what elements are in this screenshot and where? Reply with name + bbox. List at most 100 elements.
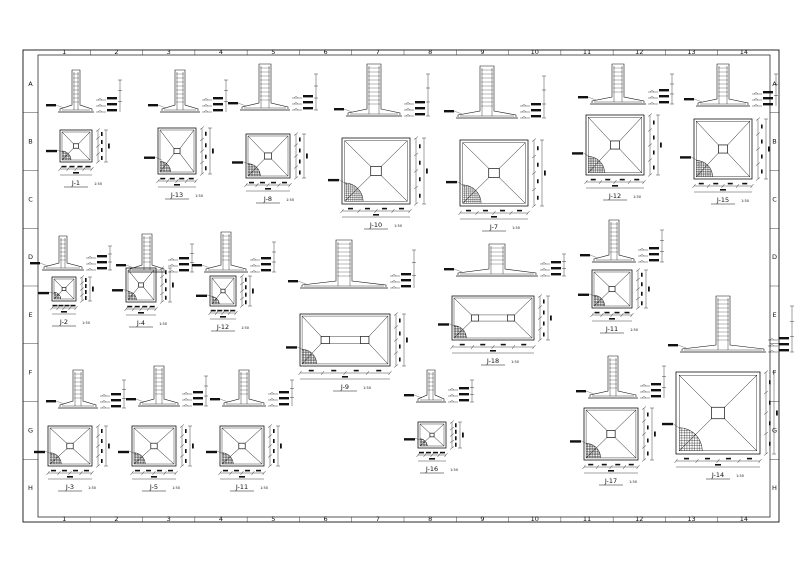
footing-detail-j-14: J-14 1:50: [662, 295, 794, 480]
footing-plan: [438, 294, 552, 354]
footing-section: [46, 369, 126, 409]
column-label-bottom: 1: [62, 515, 66, 523]
scale-note: 1:50: [363, 386, 371, 390]
footing-label: J-7: [489, 223, 498, 231]
footing-plan: [446, 138, 546, 220]
row-label-left: G: [28, 426, 33, 434]
footing-plan: [662, 370, 778, 468]
footing-detail-j-15: J-15 1:50: [680, 63, 778, 205]
footing-label: J-12: [216, 323, 229, 331]
footing-section: [30, 235, 112, 271]
scale-note: 1:50: [511, 360, 519, 364]
scale-note: 1:50: [633, 195, 641, 199]
scale-note: 1:50: [159, 322, 167, 326]
scale-note: 1:50: [260, 486, 268, 490]
column-label-top: 6: [324, 48, 328, 56]
row-label-left: E: [28, 311, 32, 319]
footing-label: J-11: [235, 483, 248, 491]
footing-section: [116, 233, 194, 273]
footing-plan: [578, 268, 650, 322]
footing-detail-j-12b: J-12 1:50: [192, 231, 276, 332]
footing-section: [148, 69, 228, 113]
footing-label: J-10: [369, 221, 382, 229]
footing-section: [126, 365, 208, 407]
column-label-bottom: 12: [635, 515, 643, 523]
column-label-bottom: 2: [114, 515, 118, 523]
scale-note: 1:50: [241, 326, 249, 330]
scale-note: 1:50: [450, 468, 458, 472]
footing-section: [210, 369, 294, 407]
scale-note: 1:50: [394, 224, 402, 228]
footing-section: [288, 239, 416, 289]
footing-section: [668, 295, 794, 353]
footing-plan: [206, 424, 282, 480]
column-label-bottom: 11: [583, 515, 591, 523]
scale-note: 1:50: [741, 199, 749, 203]
column-label-top: 2: [114, 48, 118, 56]
footing-plan: [570, 406, 656, 474]
scale-note: 1:50: [94, 182, 102, 186]
column-label-top: 11: [583, 48, 591, 56]
footing-section: [576, 355, 666, 399]
row-label-right: E: [772, 311, 776, 319]
footing-detail-j-10: J-10 1:50: [328, 63, 430, 230]
column-label-bottom: 7: [376, 515, 380, 523]
footing-plan: [680, 117, 770, 193]
footing-label: J-18: [486, 357, 499, 365]
footing-label: J-8: [263, 195, 272, 203]
footing-plan: [196, 274, 254, 320]
row-label-right: C: [772, 195, 777, 203]
column-label-top: 3: [167, 48, 171, 56]
footing-label: J-12: [608, 192, 621, 200]
footing-label: J-15: [716, 196, 729, 204]
footing-plan: [118, 424, 194, 480]
column-label-top: 5: [271, 48, 275, 56]
footing-section: [192, 231, 276, 273]
row-label-left: H: [28, 484, 33, 492]
column-label-top: 10: [531, 48, 539, 56]
footing-detail-j-9: J-9 1:50: [286, 239, 416, 392]
footing-label: J-13: [170, 191, 183, 199]
footing-label: J-16: [425, 465, 438, 473]
scale-note: 1:50: [286, 198, 294, 202]
column-label-bottom: 14: [740, 515, 748, 523]
footing-plan: [144, 126, 214, 188]
column-label-bottom: 13: [687, 515, 695, 523]
footing-section: [580, 219, 664, 263]
footing-plan: [38, 275, 94, 315]
footing-label: J-14: [711, 471, 724, 479]
footing-section: [228, 63, 318, 111]
footing-section: [578, 63, 674, 105]
scale-note: 1:50: [736, 474, 744, 478]
footing-plan: [572, 113, 662, 189]
column-label-bottom: 5: [271, 515, 275, 523]
column-label-bottom: 3: [167, 515, 171, 523]
footing-label: J-5: [149, 483, 158, 491]
footing-label: J-11: [605, 325, 618, 333]
footing-section: [334, 63, 430, 117]
row-label-left: D: [28, 253, 33, 261]
footing-plan: [34, 424, 110, 480]
column-label-bottom: 4: [219, 515, 223, 523]
column-label-top: 13: [687, 48, 695, 56]
column-label-top: 7: [376, 48, 380, 56]
scale-note: 1:50: [630, 328, 638, 332]
column-label-top: 12: [635, 48, 643, 56]
column-label-top: 8: [428, 48, 432, 56]
footing-section: [444, 243, 566, 277]
footing-label: J-9: [340, 383, 349, 391]
footing-detail-j-8: J-8 1:50: [228, 63, 318, 204]
footing-plan: [112, 266, 174, 316]
footing-plan: [404, 420, 464, 462]
row-label-left: A: [28, 80, 33, 88]
scale-note: 1:50: [195, 194, 203, 198]
footing-detail-j-18: J-18 1:50: [438, 243, 566, 366]
footing-section: [404, 369, 474, 403]
